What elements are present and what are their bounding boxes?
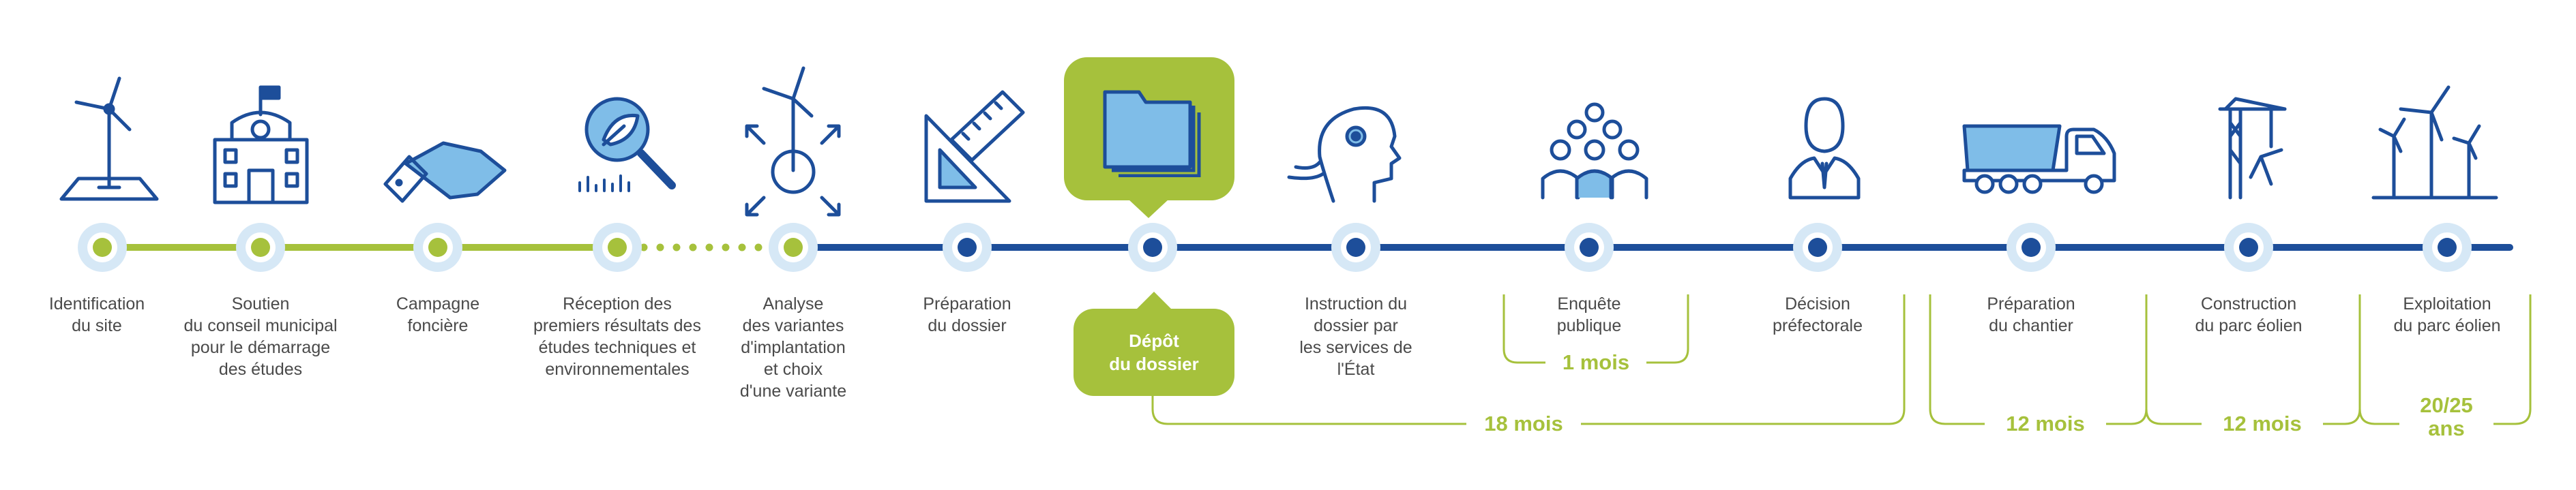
step-label-exploitation: Exploitation du parc éolien — [2393, 294, 2501, 335]
duration-exploitation: 20/25 ans — [2399, 394, 2493, 440]
timeline-node-4 — [608, 238, 627, 257]
timeline-node-8 — [1346, 238, 1365, 257]
step-label-reception: Réception des premiers résultats des étu… — [533, 294, 701, 379]
step-label-analyse: Analyse des variantes d'implantation et … — [739, 294, 847, 401]
wind-farm-icon — [2371, 85, 2498, 200]
step-label-preparation-chantier: Préparation du chantier — [1987, 294, 2075, 335]
timeline-node-5 — [784, 238, 803, 257]
timeline-node-2 — [251, 238, 270, 257]
timeline-node-9 — [1580, 238, 1599, 257]
timeline-node-11 — [2022, 238, 2041, 257]
timeline-node-10 — [1808, 238, 1827, 257]
step-label-enquete: Enquête publique — [1556, 294, 1622, 335]
timeline-node-1 — [93, 238, 112, 257]
crane-turbine-icon — [2218, 97, 2287, 200]
handshake-icon — [383, 141, 507, 203]
step-label-instruction: Instruction du dossier par les services … — [1299, 294, 1412, 379]
bracket-20-25-ans — [2358, 294, 2532, 425]
town-hall-icon — [213, 85, 309, 204]
current-step-label: Dépôt du dossier — [1074, 309, 1234, 396]
official-person-icon — [1788, 97, 1861, 200]
bracket-12-mois-construction — [2145, 294, 2361, 425]
duration-preparation-chantier: 12 mois — [1985, 412, 2106, 435]
step-label-soutien: Soutien du conseil municipal pour le dém… — [183, 294, 338, 379]
folder-icon — [1103, 90, 1201, 177]
dump-truck-icon — [1962, 124, 2116, 194]
magnifier-leaf-icon — [578, 97, 676, 192]
ruler-set-square-icon — [924, 90, 1025, 203]
timeline-node-3 — [428, 238, 447, 257]
head-profile-icon — [1287, 106, 1402, 203]
duration-enquete: 1 mois — [1545, 351, 1646, 374]
timeline-node-13 — [2438, 238, 2457, 257]
step-label-preparation-dossier: Préparation du dossier — [923, 294, 1011, 335]
step-label-campagne: Campagne foncière — [396, 294, 480, 335]
duration-construction: 12 mois — [2202, 412, 2323, 435]
public-group-icon — [1541, 102, 1648, 200]
step-label-identification: Identification du site — [48, 294, 145, 335]
turbine-variants-icon — [745, 66, 841, 217]
current-step-icon-pointer — [1128, 199, 1169, 218]
duration-instruction: 18 mois — [1466, 412, 1581, 435]
current-step-label-pointer — [1136, 292, 1172, 309]
step-label-decision: Décision préfectorale — [1772, 294, 1863, 335]
step-label-construction: Construction du parc éolien — [2195, 294, 2303, 335]
timeline-node-12 — [2239, 238, 2258, 257]
wind-turbine-site-icon — [59, 76, 159, 201]
timeline-node-7 — [1143, 238, 1162, 257]
timeline-node-6 — [958, 238, 977, 257]
